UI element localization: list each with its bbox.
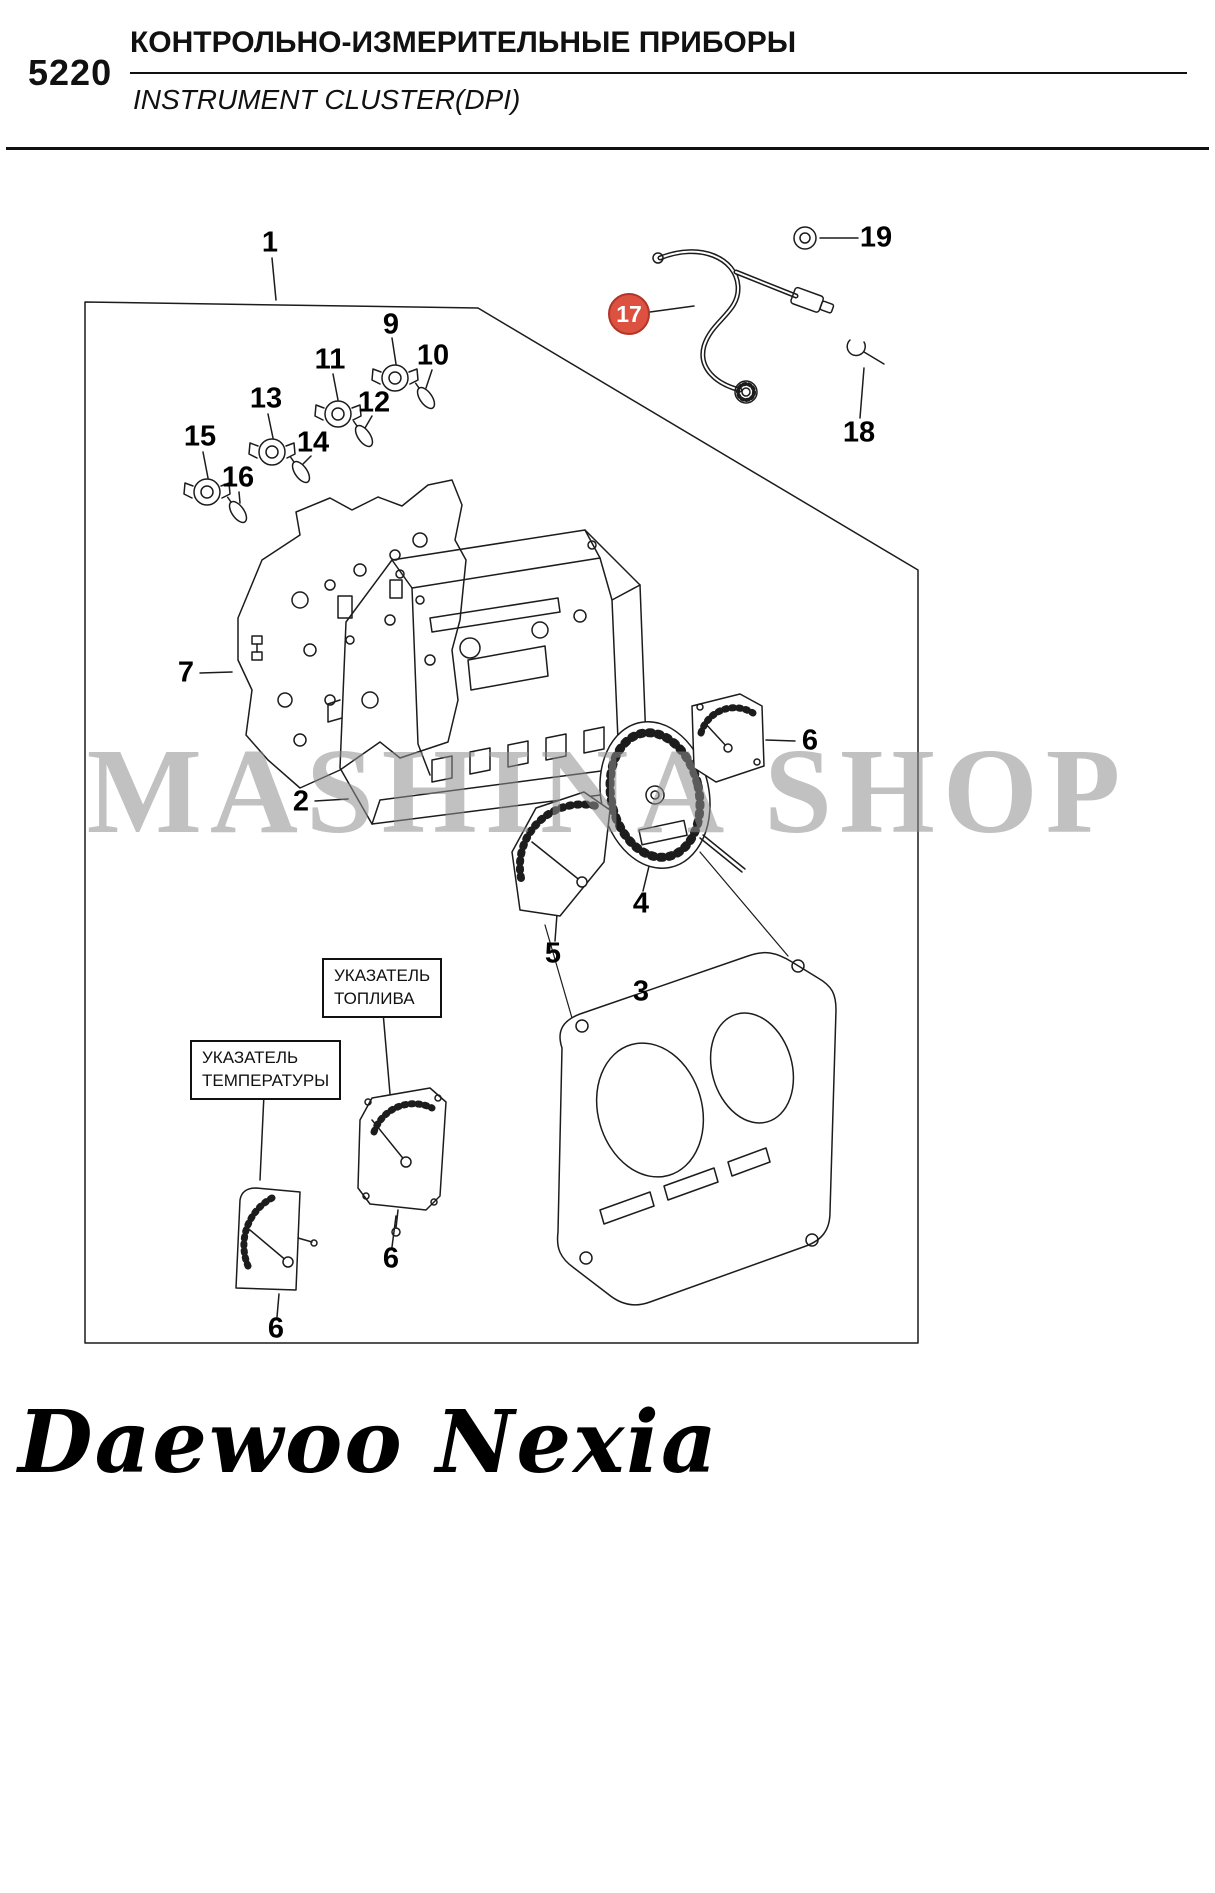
brand-logo: Daewoo Nexia [18, 1392, 719, 1493]
header-divider-thin [130, 72, 1187, 74]
callout-9[interactable]: 9 [382, 308, 400, 341]
callout-3[interactable]: 3 [632, 975, 650, 1008]
speedometer-dial [599, 721, 746, 873]
callout-13[interactable]: 13 [249, 382, 283, 415]
small-gauge-upper [691, 693, 765, 783]
watermark: MASHINA SHOP [86, 724, 1129, 859]
callout-1[interactable]: 1 [261, 226, 279, 259]
callout-6-temp[interactable]: 6 [267, 1312, 285, 1345]
callout-11[interactable]: 11 [314, 343, 346, 376]
callout-16[interactable]: 16 [221, 461, 255, 494]
callout-2[interactable]: 2 [292, 785, 310, 818]
temperature-gauge-label-line1: УКАЗАТЕЛЬ [202, 1048, 299, 1067]
callout-12[interactable]: 12 [357, 386, 391, 419]
callout-6-fuel[interactable]: 6 [382, 1242, 400, 1275]
callout-4[interactable]: 4 [632, 887, 650, 920]
page-title-en: INSTRUMENT CLUSTER(DPI) [133, 84, 521, 115]
front-bezel [556, 951, 837, 1306]
assembly-lines [544, 851, 789, 1019]
leader-lines [199, 237, 865, 1318]
callout-14[interactable]: 14 [296, 426, 330, 459]
page-title-ru: КОНТРОЛЬНО-ИЗМЕРИТЕЛЬНЫЕ ПРИБОРЫ [130, 26, 797, 59]
temperature-gauge-label: УКАЗАТЕЛЬ ТЕМПЕРАТУРЫ [190, 1040, 342, 1100]
callout-15[interactable]: 15 [183, 420, 217, 453]
callout-5[interactable]: 5 [544, 937, 562, 970]
temperature-gauge [235, 1187, 318, 1291]
temperature-gauge-label-line2: ТЕМПЕРАТУРЫ [202, 1070, 330, 1090]
callout-10[interactable]: 10 [416, 339, 450, 372]
callout-17-highlighted[interactable]: 17 [608, 293, 650, 335]
fuel-gauge [357, 1087, 447, 1237]
bulb-sockets [183, 364, 419, 506]
fuel-gauge-label: УКАЗАТЕЛЬ ТОПЛИВА [322, 958, 443, 1018]
fuel-gauge-label-line2: ТОПЛИВА [334, 988, 415, 1008]
retaining-clip [846, 339, 885, 365]
callout-6-upper[interactable]: 6 [801, 724, 819, 757]
assembly-boundary [84, 301, 919, 1344]
callout-19[interactable]: 19 [859, 221, 893, 254]
speedometer-cable [652, 249, 835, 404]
grommet-ring [793, 226, 817, 250]
circuit-plate [237, 479, 467, 789]
callout-18[interactable]: 18 [842, 416, 876, 449]
callout-7[interactable]: 7 [177, 656, 195, 689]
section-code: 5220 [28, 52, 113, 93]
fuel-gauge-label-line1: УКАЗАТЕЛЬ [334, 966, 431, 985]
left-gauge-plate [511, 791, 611, 917]
bulbs [226, 382, 436, 524]
header-divider-thick [6, 147, 1209, 150]
